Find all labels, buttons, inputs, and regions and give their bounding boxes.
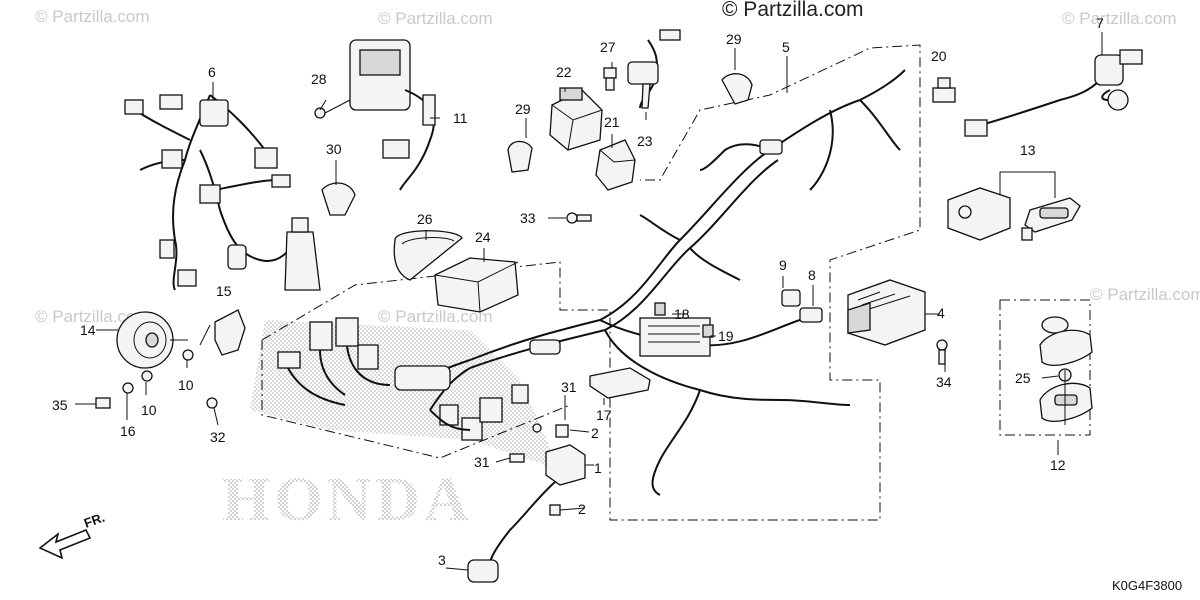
bolt-33 bbox=[566, 212, 592, 224]
horn-14 bbox=[116, 311, 188, 369]
watermark-top-center: © Partzilla.com bbox=[378, 9, 493, 28]
assembly-outlines bbox=[261, 44, 1091, 521]
fuse-holder-18-19 bbox=[639, 302, 714, 357]
callout-33: 33 bbox=[520, 210, 536, 226]
watermark-top-right: © Partzilla.com bbox=[1062, 9, 1177, 28]
callout-15: 15 bbox=[216, 283, 232, 299]
callout-8: 8 bbox=[808, 267, 816, 283]
connector-8 bbox=[799, 307, 823, 323]
callout-23: 23 bbox=[637, 133, 653, 149]
leader-lines bbox=[75, 32, 1103, 571]
callout-21: 21 bbox=[604, 114, 620, 130]
connector-9 bbox=[781, 289, 801, 307]
honda-logo-mark: HONDA bbox=[222, 320, 560, 534]
callout-31-upper: 31 bbox=[561, 379, 577, 395]
callout-24: 24 bbox=[475, 229, 491, 245]
callout-2-upper: 2 bbox=[591, 425, 599, 441]
starter-relay-11 bbox=[349, 39, 436, 191]
callout-35: 35 bbox=[52, 397, 68, 413]
watermark-main: © Partzilla.com bbox=[722, 0, 864, 21]
front-direction-arrow-icon: FR. bbox=[38, 510, 107, 560]
callout-34: 34 bbox=[936, 374, 952, 390]
key-fob-12 bbox=[1039, 316, 1093, 425]
clamp-23 bbox=[627, 29, 681, 109]
callout-18: 18 bbox=[674, 306, 690, 322]
watermark-top-left: © Partzilla.com bbox=[35, 7, 150, 26]
callout-4: 4 bbox=[937, 305, 945, 321]
band-29-left bbox=[507, 140, 533, 173]
cover-24 bbox=[434, 257, 519, 313]
callout-25: 25 bbox=[1015, 370, 1031, 386]
left-connectors bbox=[277, 317, 529, 441]
callout-29-left: 29 bbox=[515, 101, 531, 117]
callout-17: 17 bbox=[596, 407, 612, 423]
sensor-7 bbox=[964, 49, 1143, 137]
band-26 bbox=[393, 230, 463, 281]
callout-1: 1 bbox=[594, 460, 602, 476]
callout-19: 19 bbox=[718, 328, 734, 344]
callout-30: 30 bbox=[326, 141, 342, 157]
callout-9: 9 bbox=[779, 257, 787, 273]
band-30 bbox=[321, 182, 356, 216]
callout-5: 5 bbox=[782, 39, 790, 55]
callout-6: 6 bbox=[208, 64, 216, 80]
callout-12: 12 bbox=[1050, 457, 1066, 473]
callout-20: 20 bbox=[931, 48, 947, 64]
diagram-code: K0G4F3800 bbox=[1112, 578, 1182, 593]
callout-26: 26 bbox=[417, 211, 433, 227]
honda-wordmark: HONDA bbox=[222, 466, 473, 534]
main-harness bbox=[394, 69, 906, 496]
watermark-mid-left: © Partzilla.com bbox=[35, 307, 150, 326]
fuse-box-17 bbox=[589, 367, 651, 399]
bracket-15 bbox=[214, 309, 246, 356]
callout-31-lower: 31 bbox=[474, 454, 490, 470]
screw-27 bbox=[603, 67, 617, 91]
screw-28 bbox=[314, 99, 351, 119]
callout-28: 28 bbox=[311, 71, 327, 87]
callout-3: 3 bbox=[438, 552, 446, 568]
watermark-mid-right: © Partzilla.com bbox=[1090, 285, 1200, 304]
sub-harness-6 bbox=[124, 94, 321, 291]
callout-16: 16 bbox=[120, 423, 136, 439]
smart-unit-13 bbox=[947, 187, 1081, 241]
fasteners bbox=[95, 349, 542, 463]
watermarks: © Partzilla.com © Partzilla.com © Partzi… bbox=[35, 0, 1200, 326]
part-callouts: 3 1 2 2 4 5 6 7 8 9 10 10 11 12 13 14 15… bbox=[52, 15, 1104, 568]
front-direction-label: FR. bbox=[82, 510, 107, 531]
callout-7: 7 bbox=[1096, 15, 1104, 31]
callout-29-right: 29 bbox=[726, 31, 742, 47]
relay-22 bbox=[549, 87, 603, 151]
switch-20 bbox=[932, 77, 956, 103]
callout-22: 22 bbox=[556, 64, 572, 80]
callout-14: 14 bbox=[80, 322, 96, 338]
callout-13: 13 bbox=[1020, 142, 1036, 158]
callout-10-left: 10 bbox=[178, 377, 194, 393]
callout-10-right: 10 bbox=[141, 402, 157, 418]
callout-32: 32 bbox=[210, 429, 226, 445]
bolt-34 bbox=[936, 339, 948, 365]
regulator-4 bbox=[847, 279, 926, 346]
band-29-right bbox=[721, 73, 753, 105]
ignition-coil-1 bbox=[467, 424, 586, 583]
callout-2-lower: 2 bbox=[578, 501, 586, 517]
relay-21 bbox=[595, 139, 636, 191]
callout-27: 27 bbox=[600, 39, 616, 55]
callout-11: 11 bbox=[453, 110, 468, 126]
watermark-mid-center: © Partzilla.com bbox=[378, 307, 493, 326]
